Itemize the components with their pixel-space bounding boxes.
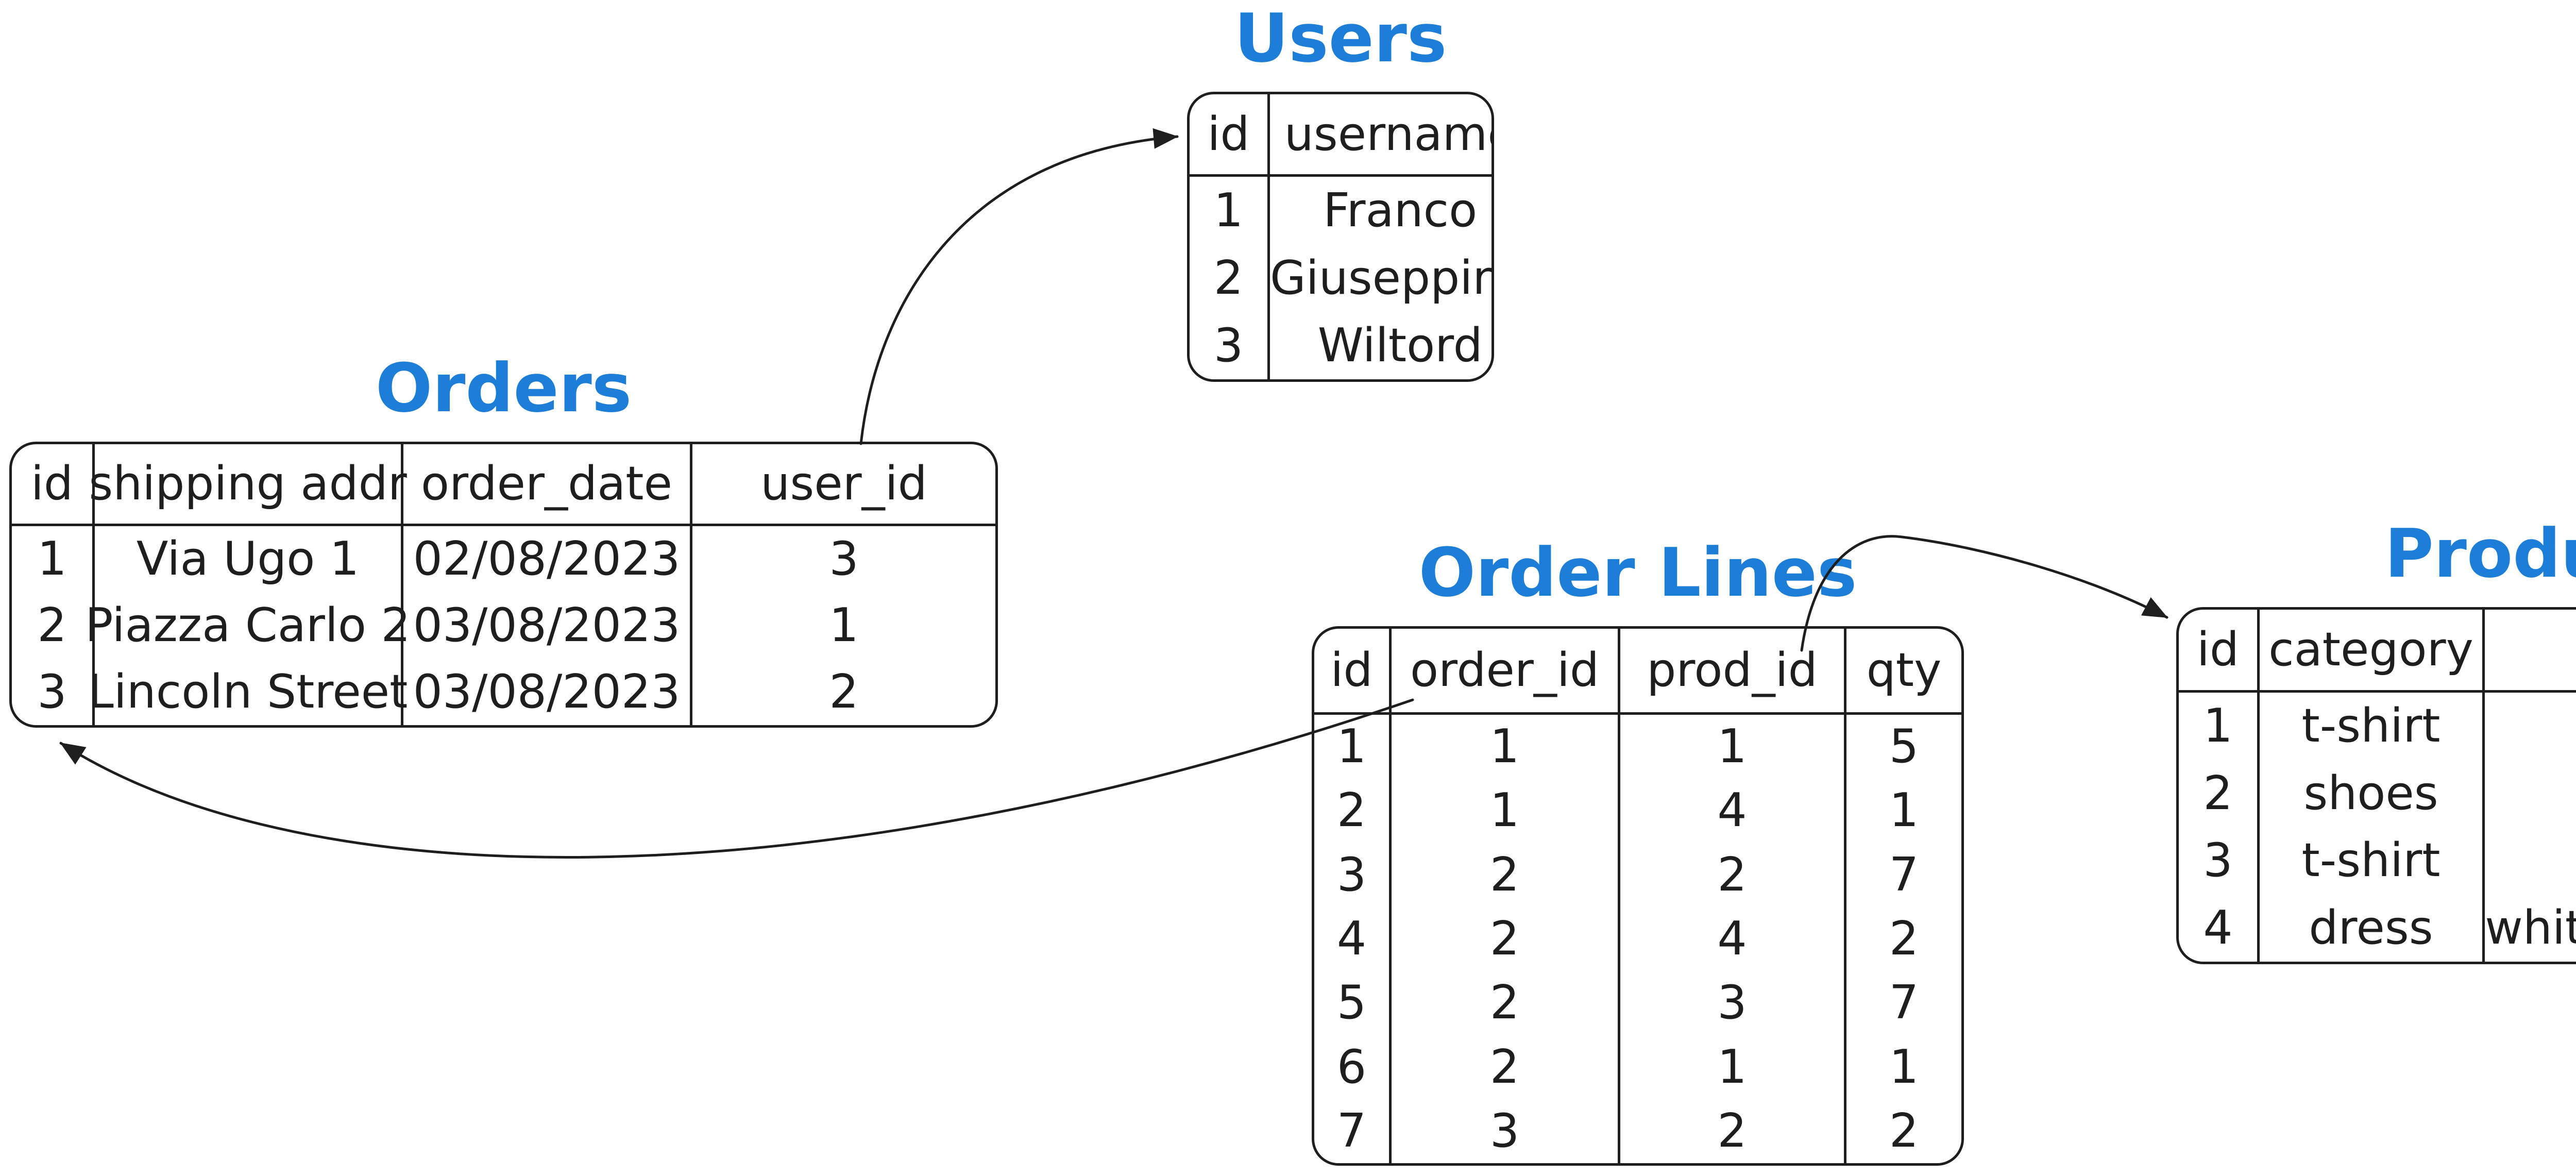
table-cell: 1 (1889, 783, 1919, 838)
table-cell: 1 (829, 598, 859, 652)
table-cell: 7 (1889, 976, 1919, 1030)
header-cell-products-name: name (2485, 610, 2576, 693)
table-cell: 3 (829, 532, 859, 586)
table-cell: 7 (1889, 847, 1919, 902)
header-cell-orders-id: id (12, 444, 95, 526)
table-cell: 3 (2179, 827, 2260, 895)
table-cell: Franco (1323, 183, 1478, 238)
table-cell: 4 (1620, 779, 1846, 843)
table-cell: t-shirt (2260, 693, 2485, 760)
table-cell: 1 (1190, 177, 1270, 244)
table-title-orders: Orders (375, 349, 632, 427)
table-title-products: Products (2384, 514, 2576, 593)
table-cell: 3 (1190, 312, 1270, 379)
table-cell: 4 (2179, 894, 2260, 962)
header-cell-users-id: id (1190, 94, 1270, 177)
table-cell: 6 (1314, 1035, 1392, 1099)
table-title-order_lines: Order Lines (1418, 533, 1857, 612)
header-cell-order_lines-id: id (1314, 629, 1392, 715)
table-cell: 1 (1392, 779, 1620, 843)
table-cell: 3 (12, 659, 95, 725)
header-cell-order_lines-order-id: order_id (1392, 629, 1620, 715)
table-cell: Giuseppina (1270, 250, 1492, 305)
table-cell: 1 (1392, 715, 1620, 779)
table-cell: 1 (1889, 1039, 1919, 1094)
table-cell: 2 (1392, 1035, 1620, 1099)
table-cell: 4 (1314, 907, 1392, 971)
table-cell: 2 (1392, 843, 1620, 907)
table-cell: 02/08/2023 (403, 526, 692, 593)
table-cell: 2 (1620, 1099, 1846, 1163)
header-cell-orders-user-id: user_id (692, 444, 995, 526)
table-title-users: Users (1234, 0, 1447, 77)
table-cell: 2 (12, 592, 95, 659)
header-cell-products-id: id (2179, 610, 2260, 693)
header-cell-users-username: username (1270, 94, 1492, 177)
table-cell: 3 (1314, 843, 1392, 907)
table-cell: 2 (2179, 760, 2260, 827)
table-cell: 2 (1392, 907, 1620, 971)
table-grid-products: idcategoryname 1t-shirtred t-shirt 2shoesW… (2176, 607, 2576, 964)
table-cell: red t-shirt (2485, 693, 2576, 760)
table-cell: 1 (2179, 693, 2260, 760)
table-cell: Lincoln Street (88, 659, 408, 725)
table-cell: 4 (1620, 907, 1846, 971)
table-cell: t-shirt (2260, 827, 2485, 895)
table-cell: 1 (1620, 715, 1846, 779)
table-products: Products idcategoryname 1t-shirtred t-shir… (2176, 517, 2576, 964)
table-cell: 2 (1190, 244, 1270, 312)
table-cell: dress (2260, 894, 2485, 962)
table-cell: white-golden dress (2485, 900, 2576, 955)
table-cell: 03/08/2023 (403, 659, 692, 725)
table-cell: 3 (1620, 971, 1846, 1035)
table-cell: 03/08/2023 (403, 592, 692, 659)
table-cell: 2 (829, 664, 859, 719)
table-cell: shoes (2260, 760, 2485, 827)
table-cell: 2 (1620, 843, 1846, 907)
header-cell-orders-order-date: order_date (403, 444, 692, 526)
table-cell: 7 (1314, 1099, 1392, 1163)
table-cell: 5 (1889, 719, 1919, 774)
table-cell: 3 (1392, 1099, 1620, 1163)
table-cell: 1 (1314, 715, 1392, 779)
header-cell-orders-shipping-addr: shipping addr (89, 444, 407, 526)
table-cell: 2 (1889, 911, 1919, 966)
table-cell: 5 (1314, 971, 1392, 1035)
table-cell: Via Ugo 1 (95, 526, 403, 593)
table-cell: Piazza Carlo 2 (85, 592, 411, 659)
header-cell-order_lines-qty: qty (1846, 629, 1961, 715)
header-cell-products-category: category (2260, 610, 2485, 693)
table-cell: 2 (1392, 971, 1620, 1035)
table-cell: blue t-shirt (2485, 827, 2576, 895)
table-cell: Wow shoe (2485, 760, 2576, 828)
header-cell-order_lines-prod-id: prod_id (1620, 629, 1846, 715)
table-cell: 1 (1620, 1035, 1846, 1099)
table-cell: Wiltord (1317, 318, 1483, 373)
table-cell: 1 (12, 526, 95, 593)
table-cell: 2 (1889, 1103, 1919, 1158)
table-cell: 2 (1314, 779, 1392, 843)
